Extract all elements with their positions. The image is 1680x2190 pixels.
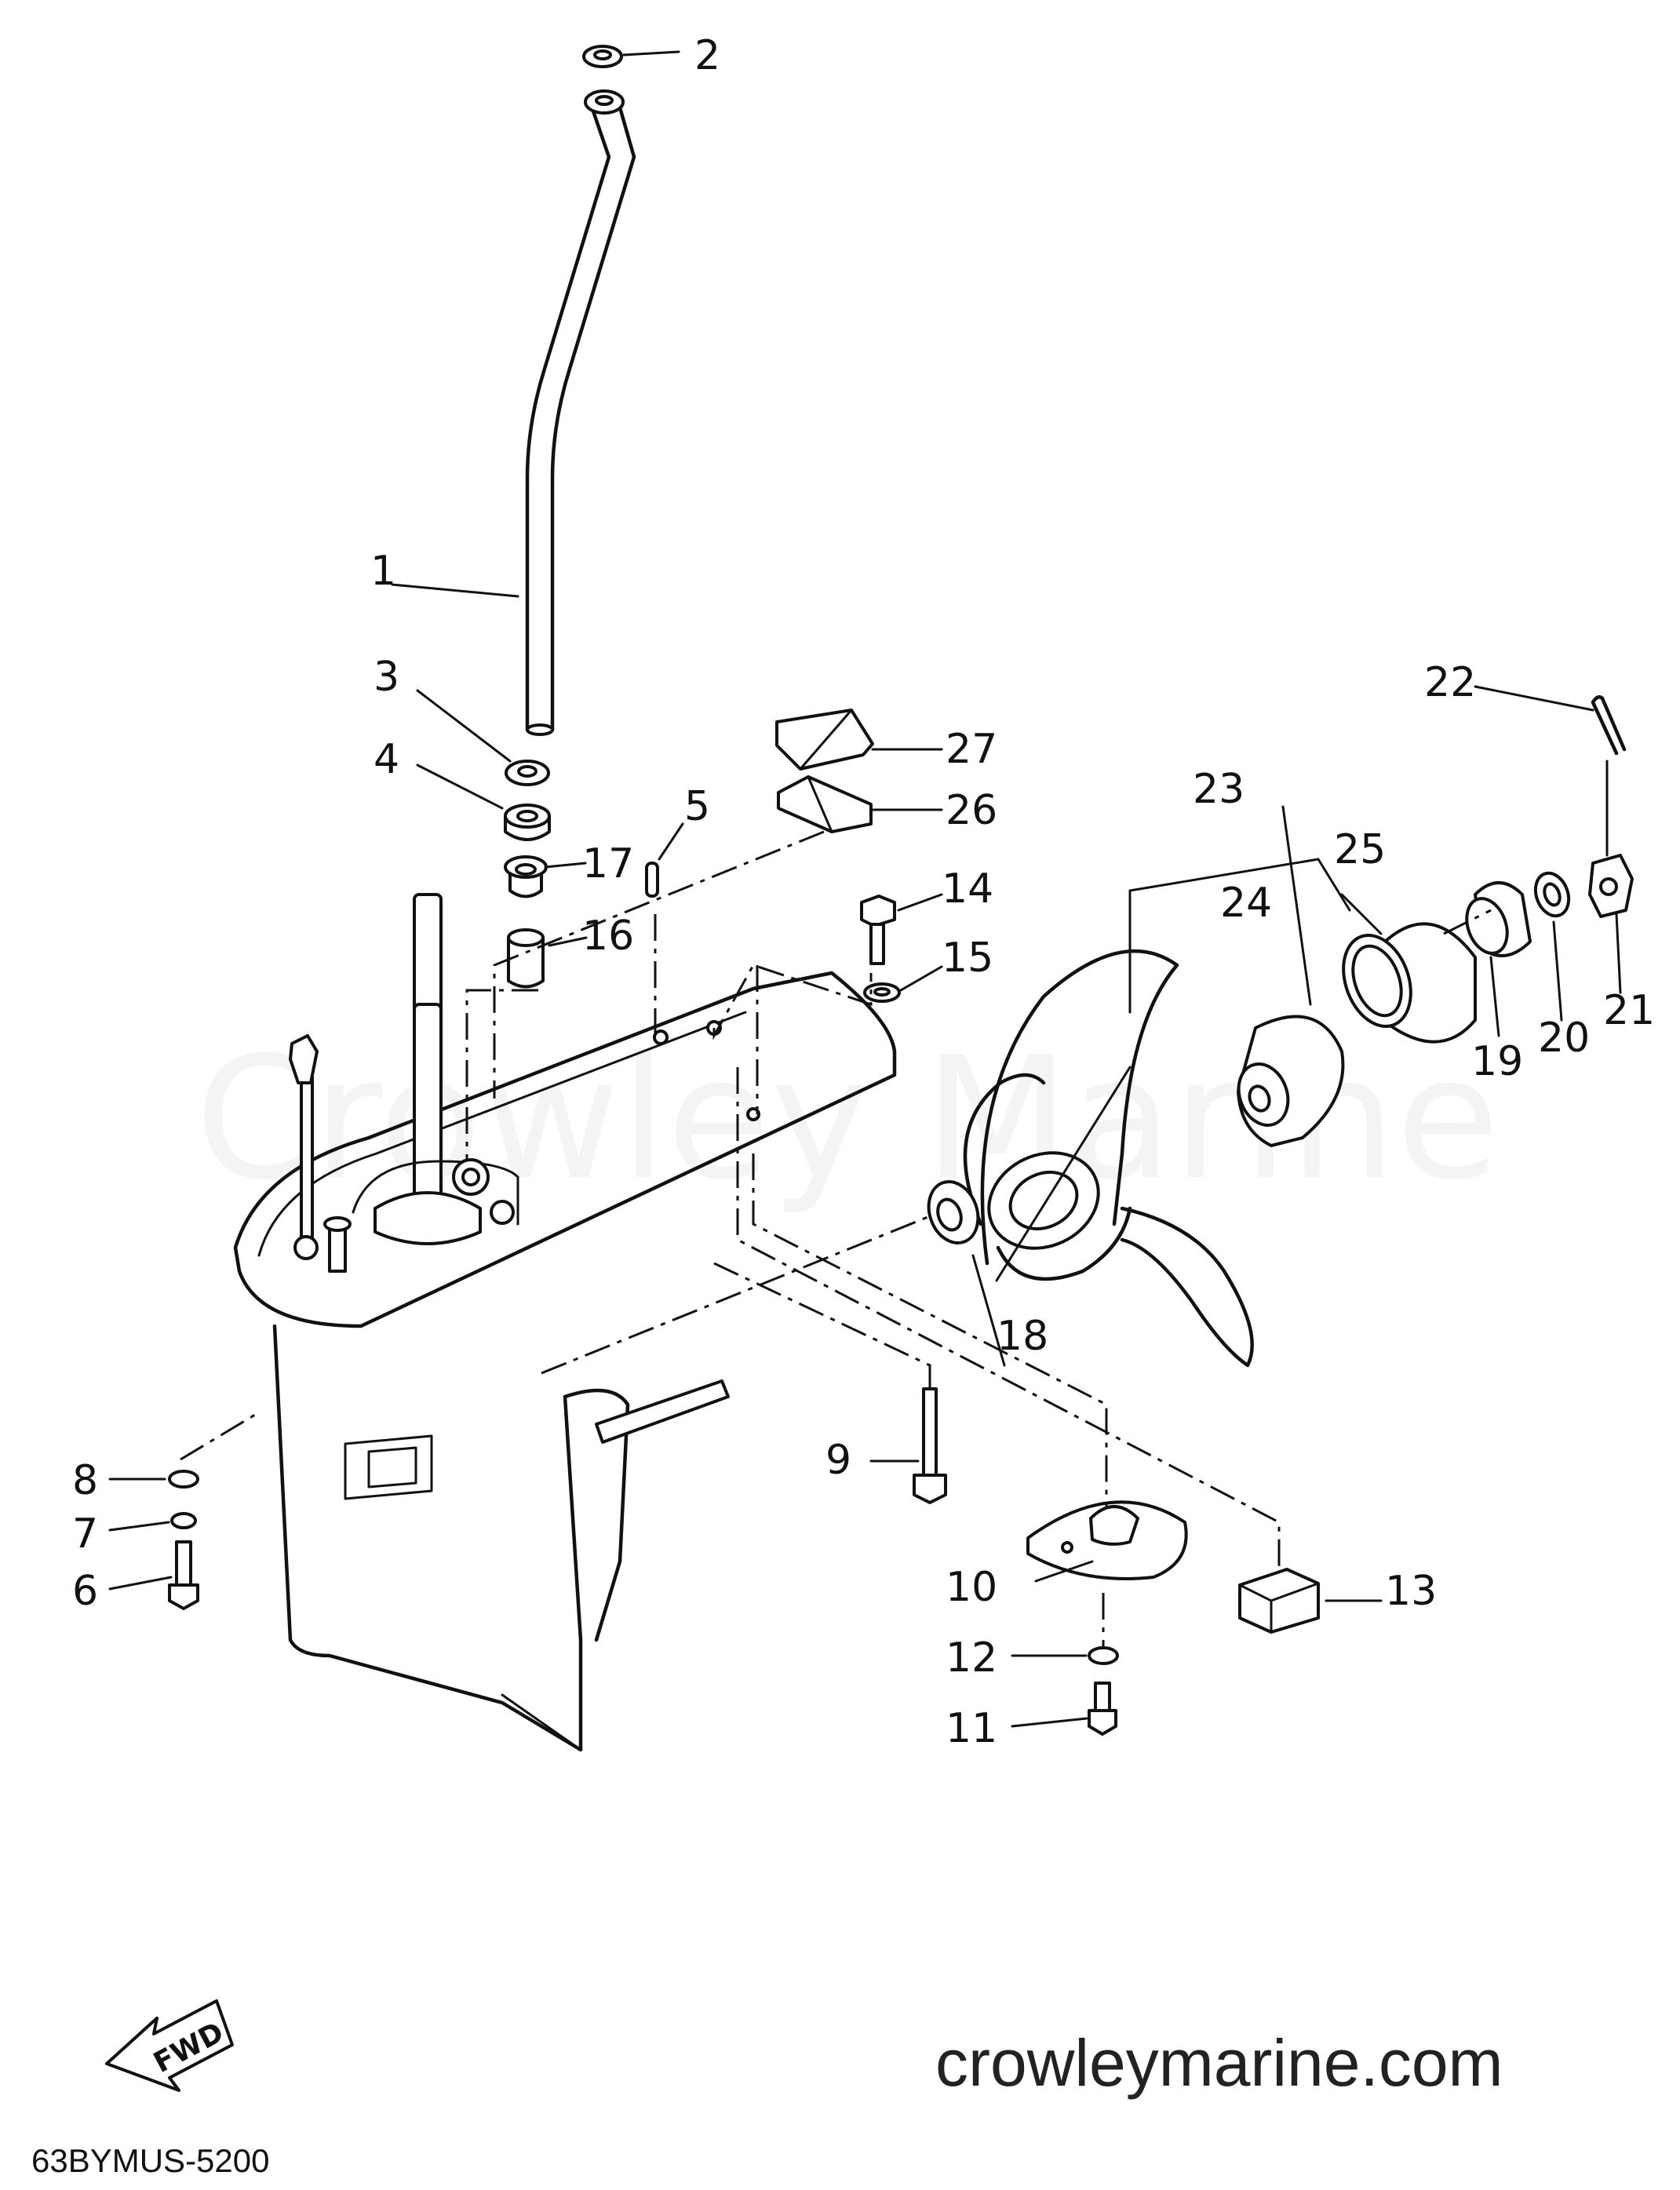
callout-10: 10 (946, 1564, 997, 1611)
callout-labels: 2 1 3 4 5 17 16 27 26 14 15 23 24 25 22 … (72, 32, 1655, 1752)
callout-21: 21 (1603, 987, 1655, 1034)
callout-17: 17 (582, 840, 634, 887)
callout-26: 26 (946, 787, 997, 834)
website-url: crowleymarine.com (935, 2026, 1503, 2100)
callout-27: 27 (946, 726, 997, 773)
callout-11: 11 (946, 1705, 997, 1752)
part-anode-13 (1238, 1568, 1320, 1634)
assembly-lines (180, 830, 1492, 1648)
part-washer-15 (863, 982, 901, 1003)
part-shim-26 (777, 775, 873, 833)
part-bolt-6 (168, 1540, 199, 1610)
diagram-code: 63BYMUS-5200 (31, 2142, 270, 2179)
part-grommet-17 (504, 855, 548, 898)
callout-8: 8 (72, 1457, 98, 1504)
part-propeller (963, 949, 1254, 1368)
callout-6: 6 (72, 1568, 98, 1615)
leader-lines (108, 50, 1622, 1728)
part-grommet-top (582, 45, 623, 68)
part-spacer-24 (1237, 1015, 1345, 1147)
callout-5: 5 (684, 783, 710, 830)
part-dowel-5 (645, 862, 659, 898)
callout-18: 18 (997, 1313, 1048, 1360)
part-washer-7 (170, 1512, 197, 1529)
part-ring-25 (1342, 922, 1477, 1044)
part-washer-8 (168, 1470, 199, 1489)
part-cotter-22 (1591, 695, 1627, 756)
fwd-arrow-icon: FWD (105, 1999, 234, 2092)
callout-3: 3 (374, 654, 399, 701)
part-holder-4 (504, 803, 551, 841)
part-collar-16 (507, 928, 545, 989)
callout-14: 14 (942, 865, 993, 913)
callout-2: 2 (694, 32, 720, 79)
part-washer-20 (1533, 871, 1571, 918)
part-tube (525, 89, 636, 736)
callout-13: 13 (1385, 1568, 1437, 1615)
part-bolt-11 (1088, 1682, 1117, 1736)
callout-16: 16 (582, 913, 634, 960)
callout-4: 4 (374, 736, 399, 783)
callout-24: 24 (1220, 880, 1272, 927)
callout-25: 25 (1334, 826, 1386, 873)
part-washer-12 (1088, 1646, 1119, 1665)
callout-19: 19 (1471, 1038, 1523, 1085)
callout-20: 20 (1538, 1015, 1590, 1062)
part-nut-21 (1588, 854, 1634, 918)
part-shim-27 (775, 709, 874, 771)
callout-1: 1 (370, 548, 396, 595)
part-trim-plate-10 (1026, 1500, 1188, 1580)
part-washer-19 (1465, 881, 1532, 957)
part-bolt-14 (860, 895, 896, 965)
part-lower-case (233, 893, 897, 1752)
callout-22: 22 (1424, 659, 1476, 706)
callout-23: 23 (1193, 766, 1245, 813)
part-hub-18 (927, 1180, 980, 1244)
callout-9: 9 (825, 1437, 851, 1484)
callout-12: 12 (946, 1634, 997, 1682)
part-seal-3 (505, 760, 550, 786)
part-bolt-9 (913, 1387, 947, 1504)
callout-7: 7 (72, 1510, 98, 1558)
callout-15: 15 (942, 935, 993, 982)
